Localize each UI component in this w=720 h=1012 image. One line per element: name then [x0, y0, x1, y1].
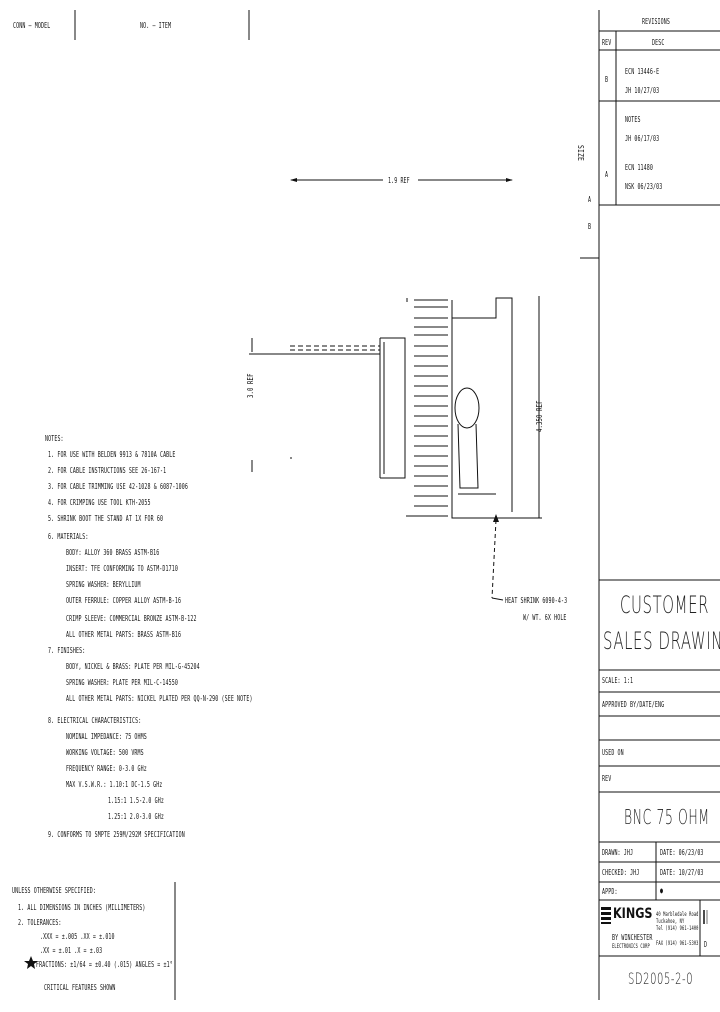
revision-row-3-line1: ECN 11480: [625, 163, 653, 172]
size-vertical-text: SIZE: [576, 145, 585, 162]
company-address-4: FAX (914) 961-5303: [656, 940, 699, 947]
note-line: CRIMP SLEEVE: COMMERCIAL BRONZE ASTM-B-1…: [66, 614, 197, 623]
checked-by: CHECKED: JHJ: [602, 868, 640, 877]
note-line: INSERT: TFE CONFORMING TO ASTM-D1710: [66, 564, 178, 573]
revision-row-2-line1: NOTES: [625, 115, 641, 124]
header-mid-label: NO. — ITEM: [140, 21, 172, 30]
company-sub: BY WINCHESTER: [612, 933, 653, 942]
part-description: BNC 75 OHM: [624, 805, 710, 829]
drawing-number: SD2005-2-0: [628, 969, 694, 988]
company-address-1: 40 Marbledale Road: [656, 911, 699, 918]
note-line: BODY, NICKEL & BRASS: PLATE PER MIL-G-45…: [66, 662, 200, 671]
note-line: 8. ELECTRICAL CHARACTERISTICS:: [48, 716, 142, 725]
note-line: SPRING WASHER: PLATE PER MIL-C-14550: [66, 678, 178, 687]
tolerance-line-5: FRACTIONS: ±1/64 = ±0.40 (.015) ANGLES =…: [36, 960, 173, 969]
revisions-title: REVISIONS: [642, 17, 670, 26]
revisions-col-rev: REV: [602, 38, 612, 47]
tolerance-line-4: .XX = ±.01 .X = ±.03: [40, 946, 103, 955]
note-line: 3. FOR CABLE TRIMMING USE 42-1028 & 6087…: [48, 482, 188, 491]
note-line: 7. FINISHES:: [48, 646, 86, 655]
size-letter-b: B: [588, 222, 592, 231]
approved-label: APPROVED BY/DATE/ENG: [602, 700, 665, 709]
note-line: FREQUENCY RANGE: 0-3.0 GHz: [66, 764, 147, 773]
company-address-3: Tel (914) 961-1400: [656, 925, 699, 932]
left-dimension-label: 3.0 REF: [246, 373, 255, 398]
checked-date: DATE: 10/27/03: [660, 868, 704, 877]
revision-row-3-line2: NSK 06/23/03: [625, 182, 663, 191]
revision-row-1-line2: JH 10/27/03: [625, 86, 660, 95]
drawn-by: DRAWN: JHJ: [602, 848, 634, 857]
tolerance-title: UNLESS OTHERWISE SPECIFIED:: [12, 886, 96, 895]
tolerance-line-2: 2. TOLERANCES:: [18, 918, 62, 927]
note-line: BODY: ALLOY 360 BRASS ASTM-B16: [66, 548, 160, 557]
notes-title: NOTES:: [45, 434, 64, 443]
company-address-2: Tuckahoe, NY: [656, 918, 685, 925]
approved-by: APPD:: [602, 887, 618, 896]
note-line: OUTER FERRULE: COPPER ALLOY ASTM-B-16: [66, 596, 182, 605]
note-line: 2. FOR CABLE INSTRUCTIONS SEE 26-167-1: [48, 466, 167, 475]
revision-row-1-line1: ECN 13446-E: [625, 67, 660, 76]
note-line: NOMINAL IMPEDANCE: 75 OHMS: [66, 732, 147, 741]
revision-row-2-line2: JH 06/17/03: [625, 134, 660, 143]
note-line: ALL OTHER METAL PARTS: NICKEL PLATED PER…: [66, 694, 253, 703]
rev-label: REV: [602, 774, 612, 783]
revision-row-1-rev: B: [605, 75, 609, 84]
used-on-label: USED ON: [602, 748, 624, 757]
company-sub-2: ELECTRONICS CORP: [612, 943, 650, 950]
title-sales-drawing: SALES DRAWING: [603, 627, 720, 655]
size-letter-a: A: [588, 195, 592, 204]
scale-label: SCALE: 1:1: [602, 676, 634, 685]
tolerance-line-3: .XXX = ±.005 .XX = ±.010: [40, 932, 115, 941]
callout-line-2: W/ WT. 6X HOLE: [523, 613, 567, 622]
note-line: 1.15:1 1.5-2.0 GHz: [108, 796, 164, 805]
right-dimension-label: 4.350 REF: [535, 400, 544, 432]
note-line: ALL OTHER METAL PARTS: BRASS ASTM-B16: [66, 630, 182, 639]
note-line: MAX V.S.W.R.: 1.10:1 DC-1.5 GHz: [66, 780, 163, 789]
tolerance-line-1: 1. ALL DIMENSIONS IN INCHES (MILLIMETERS…: [18, 903, 146, 912]
kings-logo-icon: [601, 907, 611, 924]
company-name: KINGS: [613, 906, 653, 922]
approved-mark: ●: [660, 886, 664, 895]
revision-row-2-rev: A: [605, 170, 609, 179]
size-letter: D: [704, 940, 708, 949]
drawn-date: DATE: 06/23/03: [660, 848, 704, 857]
note-line: 4. FOR CRIMPING USE TOOL KTH-2055: [48, 498, 151, 507]
callout-line-1: HEAT SHRINK 6090-4-3: [505, 596, 568, 605]
note-line: SPRING WASHER: BERYLLIUM: [66, 580, 141, 589]
critical-features-label: CRITICAL FEATURES SHOWN: [44, 983, 116, 992]
note-line: WORKING VOLTAGE: 500 VRMS: [66, 748, 144, 757]
revisions-col-desc: DESC: [652, 38, 665, 47]
title-customer: CUSTOMER: [620, 591, 710, 619]
note-line: 1. FOR USE WITH BELDEN 9913 & 7810A CABL…: [48, 450, 176, 459]
note-line: 5. SHRINK BOOT THE STAND AT 1X FOR 60: [48, 514, 164, 523]
note-line: 1.25:1 2.0-3.0 GHz: [108, 812, 164, 821]
top-dimension-label: 1.9 REF: [388, 176, 410, 185]
note-line: 6. MATERIALS:: [48, 532, 89, 541]
header-left-label: CONN — MODEL: [13, 21, 51, 30]
note-line: 9. CONFORMS TO SMPTE 259M/292M SPECIFICA…: [48, 830, 185, 839]
